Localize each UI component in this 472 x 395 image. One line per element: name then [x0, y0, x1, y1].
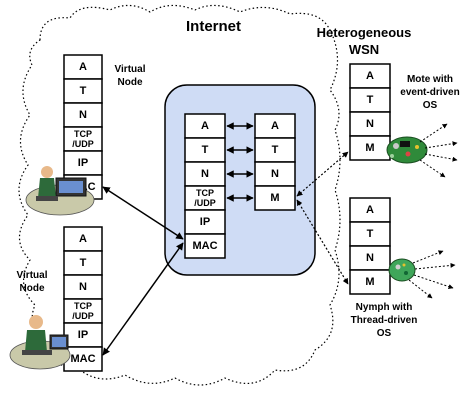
virtual-node-bottom-label-1: Virtual [17, 270, 48, 281]
svg-text:N: N [201, 168, 209, 180]
gw-left-layer-n: N [184, 161, 226, 187]
svg-text:A: A [79, 61, 87, 73]
mote-label-1: Mote with [407, 74, 453, 85]
mote-label-2: event-driven [400, 87, 459, 98]
nymph-board-icon [388, 258, 416, 282]
vn-top-layer-a: A [63, 54, 103, 80]
internet-title: Internet [186, 18, 241, 35]
internet-cloud [18, 4, 341, 386]
svg-text:T: T [367, 94, 374, 106]
svg-text:TCP: TCP [74, 129, 92, 139]
nymph-label-1: Nymph with [356, 302, 413, 313]
arrow-gw-to-nymph [296, 199, 349, 285]
vn-top-layer-n: N [63, 102, 103, 128]
wsn-title-line2: WSN [349, 42, 379, 57]
gw-left-layer-tcp-udp: TCP/UDP [184, 185, 226, 211]
svg-text:/UDP: /UDP [72, 139, 94, 149]
gw-left-layer-ip: IP [184, 209, 226, 235]
mote-label-3: OS [423, 100, 438, 111]
nymph-layer-n: N [349, 245, 391, 271]
svg-text:T: T [202, 144, 209, 156]
nymph-layer-a: A [349, 197, 391, 223]
arrow-gw-to-mote [296, 151, 349, 197]
svg-text:N: N [79, 281, 87, 293]
vn-top-layer-t: T [63, 78, 103, 104]
svg-text:M: M [365, 276, 374, 288]
gw-right-layer-a: A [254, 113, 296, 139]
mote-radio-arrows [419, 123, 458, 178]
vn-bottom-layer-tcp-udp: TCP/UDP [63, 298, 103, 324]
svg-text:T: T [80, 257, 87, 269]
svg-text:/UDP: /UDP [194, 198, 216, 208]
svg-text:IP: IP [78, 157, 88, 169]
vn-bottom-layer-mac: MAC [63, 346, 103, 372]
nymph-label-2: Thread-driven [351, 315, 418, 326]
svg-text:M: M [365, 142, 374, 154]
svg-text:TCP: TCP [196, 188, 214, 198]
virtual-node-bottom-label-2: Node [20, 283, 45, 294]
virtual-node-top-label-2: Node [118, 77, 143, 88]
svg-text:T: T [367, 228, 374, 240]
gw-right-layer-t: T [254, 137, 296, 163]
svg-text:A: A [79, 233, 87, 245]
svg-text:N: N [366, 118, 374, 130]
person-computer-icon-top [25, 166, 95, 216]
person-computer-icon-bottom [9, 315, 71, 370]
vn-top-layer-tcp-udp: TCP/UDP [63, 126, 103, 152]
nymph-layer-m: M [349, 269, 391, 295]
svg-text:A: A [271, 120, 279, 132]
svg-text:IP: IP [78, 329, 88, 341]
vn-bottom-layer-n: N [63, 274, 103, 300]
nymph-layer-t: T [349, 221, 391, 247]
vn-bottom-layer-a: A [63, 226, 103, 252]
arrow-vn-top-to-gw [102, 186, 184, 240]
nymph-radio-arrows [408, 250, 456, 299]
nymph-label-3: OS [377, 328, 392, 339]
svg-text:MAC: MAC [192, 240, 217, 252]
gateway-left-stack: ATN TCP/UDP IP MAC [184, 113, 226, 259]
mote-board-icon [386, 136, 428, 164]
vn-top-layer-ip: IP [63, 150, 103, 176]
svg-text:M: M [270, 192, 279, 204]
mote-layer-n: N [349, 111, 391, 137]
virtual-node-top-label-1: Virtual [115, 64, 146, 75]
mote-layer-t: T [349, 87, 391, 113]
svg-text:IP: IP [200, 216, 210, 228]
svg-text:A: A [366, 70, 374, 82]
gw-right-layer-m: M [254, 185, 296, 211]
vn-bottom-layer-ip: IP [63, 322, 103, 348]
svg-text:T: T [80, 85, 87, 97]
vn-bottom-layer-t: T [63, 250, 103, 276]
svg-text:A: A [366, 204, 374, 216]
svg-text:N: N [366, 252, 374, 264]
svg-text:MAC: MAC [70, 353, 95, 365]
svg-text:TCP: TCP [74, 301, 92, 311]
svg-text:A: A [201, 120, 209, 132]
arrow-vn-bottom-to-gw [102, 242, 184, 356]
virtual-node-bottom-stack: ATN TCP/UDP IP MAC [63, 226, 103, 372]
mote-layer-a: A [349, 63, 391, 89]
svg-text:T: T [272, 144, 279, 156]
svg-text:N: N [271, 168, 279, 180]
svg-text:/UDP: /UDP [72, 311, 94, 321]
svg-text:N: N [79, 109, 87, 121]
wsn-title-line1: Heterogeneous [317, 25, 412, 40]
gw-left-layer-t: T [184, 137, 226, 163]
gw-left-layer-a: A [184, 113, 226, 139]
mote-layer-m: M [349, 135, 391, 161]
gw-left-layer-mac: MAC [184, 233, 226, 259]
gw-right-layer-n: N [254, 161, 296, 187]
